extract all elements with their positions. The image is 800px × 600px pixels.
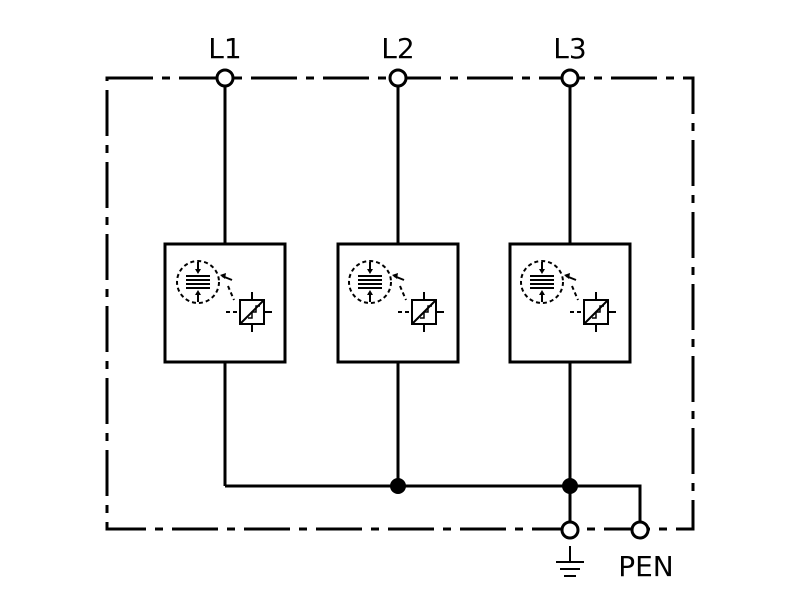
label-l2: L2 (381, 32, 414, 65)
label-pen: PEN (618, 550, 674, 583)
label-l3: L3 (553, 32, 586, 65)
protection-module-l3 (508, 242, 632, 364)
protection-module-l2 (336, 242, 460, 364)
common-bus (225, 484, 642, 530)
terminal-l2 (388, 68, 408, 88)
terminal-ground (560, 520, 580, 540)
terminal-pen (630, 520, 650, 540)
label-l1: L1 (208, 32, 241, 65)
protection-module-l1 (163, 242, 287, 364)
junction-dot (390, 478, 406, 494)
ground-icon (556, 546, 584, 577)
terminal-l3 (560, 68, 580, 88)
junction-dot (562, 478, 578, 494)
terminal-l1 (215, 68, 235, 88)
